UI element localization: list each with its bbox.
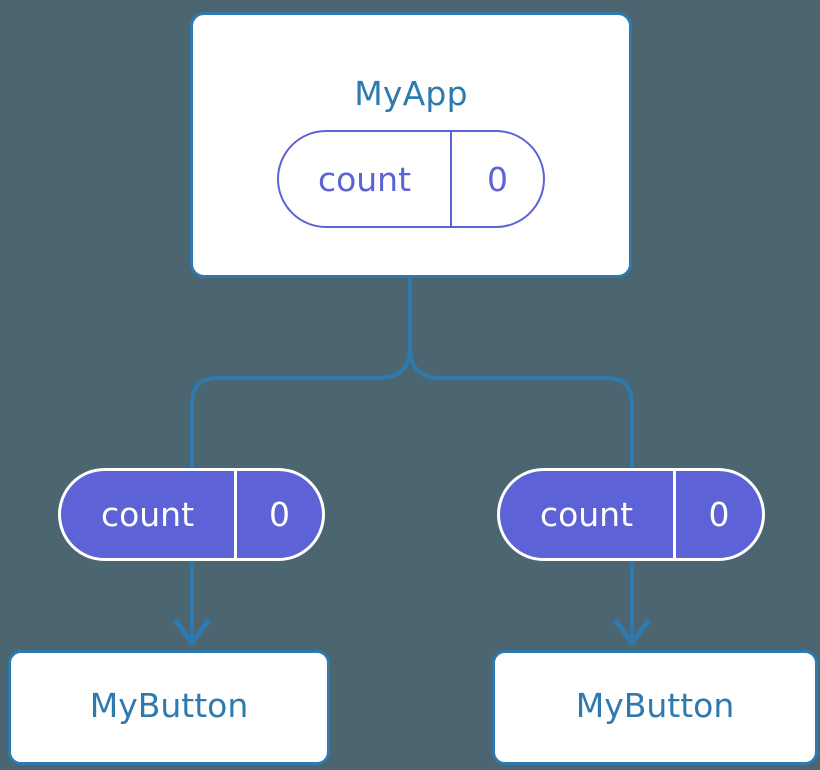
state-value: 0: [269, 495, 290, 534]
state-key: count: [500, 471, 676, 558]
state-key: count: [61, 471, 237, 558]
component-title-mybutton: MyButton: [89, 686, 249, 725]
component-box-mybutton-right[interactable]: MyButton: [492, 650, 818, 765]
fork-connector: [190, 276, 412, 470]
state-pill-child-right[interactable]: count 0: [497, 468, 765, 561]
state-value: 0: [708, 495, 730, 534]
component-title-myapp: MyApp: [354, 74, 468, 113]
state-value: 0: [487, 159, 508, 199]
component-title-mybutton: MyButton: [575, 686, 735, 725]
arrow-right-head: [613, 618, 651, 646]
component-box-mybutton-left[interactable]: MyButton: [8, 650, 330, 765]
component-box-myapp[interactable]: MyApp: [190, 12, 632, 278]
arrow-left-head: [173, 618, 211, 646]
fork-connector-right: [408, 347, 634, 470]
state-pill-root[interactable]: count 0: [277, 130, 545, 228]
state-pill-child-left[interactable]: count 0: [58, 468, 325, 561]
state-key: count: [279, 132, 452, 226]
